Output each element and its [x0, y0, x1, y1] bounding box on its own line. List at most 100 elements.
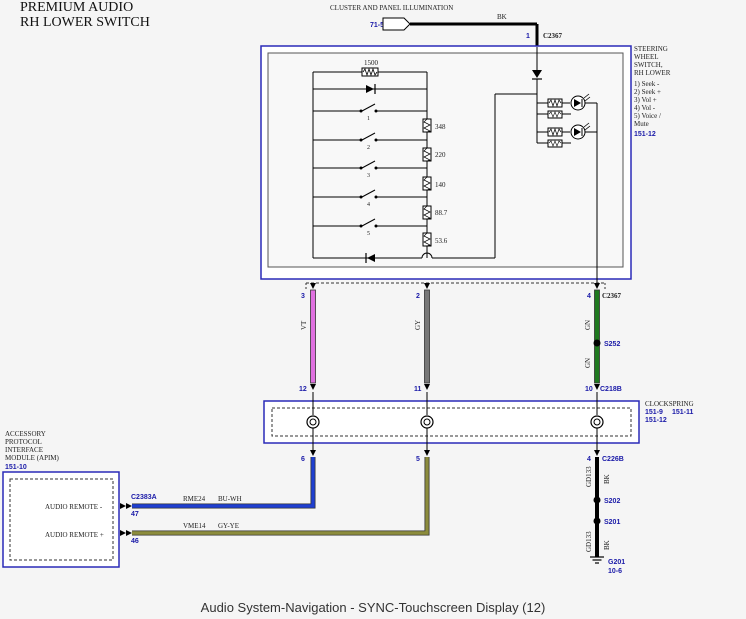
led-extra-resistors — [536, 110, 571, 148]
svg-text:220: 220 — [435, 151, 446, 159]
wire-rme24-color: BU-WH — [218, 495, 242, 503]
feed-connector: C2367 — [543, 32, 563, 40]
switch-row-4: 4 — [313, 189, 427, 208]
pin-6: 6 — [301, 456, 305, 463]
page-reference-connector-icon — [382, 17, 411, 31]
svg-text:88.7: 88.7 — [435, 209, 448, 217]
resistor-value-1500: 1500 — [364, 59, 379, 67]
switch-row-2: 2 — [313, 132, 427, 151]
diode-icon — [366, 85, 374, 93]
svg-text:1: 1 — [367, 116, 370, 122]
ground-g201: G201 — [608, 559, 625, 566]
feed-wire-color: BK — [497, 13, 507, 21]
ground-circuit-a: GD133 — [585, 466, 593, 487]
ladder-resistor-53-6: 53.6 — [422, 232, 448, 247]
connector-c226b: C226B — [602, 456, 624, 463]
pin-11: 11 — [414, 386, 422, 393]
ground-color-b: BK — [603, 540, 611, 550]
wire-label-vt: VT — [300, 320, 308, 330]
svg-text:53.6: 53.6 — [435, 237, 448, 245]
apim-inner — [9, 478, 114, 561]
zener-diode-icon — [367, 254, 375, 262]
wire-gn[interactable] — [594, 289, 600, 384]
pin-5: 5 — [416, 456, 420, 463]
cluster-illumination-feed: CLUSTER AND PANEL ILLUMINATION 71-5 BK 1… — [330, 4, 563, 47]
lower-harness: 6 5 4 C226B RME24 BU-WH VME14 GY-YE GD13… — [132, 450, 625, 575]
ladder-resistor-220: 220 — [422, 147, 446, 162]
switch-row-3: 3 — [313, 160, 427, 179]
wire-vme14-color: GY-YE — [218, 522, 239, 530]
svg-text:140: 140 — [435, 181, 446, 189]
feed-pin: 1 — [526, 33, 530, 40]
wire-vme14-circuit: VME14 — [183, 522, 206, 530]
wire-gy[interactable] — [424, 289, 430, 384]
svg-text:4: 4 — [367, 202, 370, 208]
pin-3: 3 — [301, 293, 305, 300]
clockspring-ref-2[interactable]: 151-11 — [672, 409, 694, 416]
switch-module: STEERING WHEEL SWITCH, RH LOWER 1) Seek … — [260, 45, 672, 289]
ladder-resistor-88-7: 88.7 — [422, 205, 448, 220]
wire-label-gn-b: GN — [584, 358, 592, 368]
switch-module-label: STEERING WHEEL SWITCH, RH LOWER 1) Seek … — [634, 45, 672, 128]
splice-s202-dot — [593, 496, 601, 504]
clockspring-inner — [271, 407, 632, 437]
svg-text:5: 5 — [367, 231, 370, 237]
svg-text:3: 3 — [367, 173, 370, 179]
pin-4-c226b: 4 — [587, 456, 591, 463]
wire-label-gy: GY — [414, 320, 422, 330]
splice-s201: S201 — [604, 519, 620, 526]
pin-47: 47 — [131, 511, 139, 518]
illumination-diode-icon — [532, 70, 542, 78]
wire-label-gn-a: GN — [584, 320, 592, 330]
pin-marker — [310, 283, 316, 289]
ladder-resistor-348: 348 — [422, 118, 446, 133]
pin-46: 46 — [131, 538, 139, 545]
diagram-title: PREMIUM AUDIO RH LOWER SWITCH — [20, 0, 150, 30]
switch-module-ref[interactable]: 151-12 — [634, 131, 656, 138]
clockspring-frame — [263, 400, 640, 444]
splice-s201-dot — [593, 517, 601, 525]
wire-rme24-circuit: RME24 — [183, 495, 206, 503]
ground-symbol-icon — [590, 556, 604, 564]
apim-module: ACCESSORY PROTOCOL INTERFACE MODULE (API… — [2, 430, 157, 568]
title-line-1: PREMIUM AUDIO — [20, 0, 134, 15]
connector-c218b: C218B — [600, 386, 622, 393]
clockspring: CLOCKSPRING 151-9 151-11 151-12 — [263, 392, 694, 450]
clockspring-label: CLOCKSPRING — [645, 400, 694, 408]
pin-10: 10 — [585, 386, 593, 393]
clockspring-ref-1[interactable]: 151-9 — [645, 409, 663, 416]
splice-s252: S252 — [604, 341, 620, 348]
apim-input-minus: AUDIO REMOTE - — [45, 503, 103, 511]
ground-circuit-b: GD133 — [585, 531, 593, 552]
clockspring-ref-3[interactable]: 151-12 — [645, 417, 667, 424]
led-branch-2 — [537, 122, 597, 140]
title-line-2: RH LOWER SWITCH — [20, 15, 150, 30]
apim-ref[interactable]: 151-10 — [5, 464, 27, 471]
upper-harness: 3 2 4 C2367 VT GY GN GN S252 12 11 10 C2… — [299, 289, 622, 393]
ground-color-a: BK — [603, 474, 611, 484]
svg-text:348: 348 — [435, 123, 446, 131]
ground-ref[interactable]: 10-6 — [608, 568, 622, 575]
splice-s252-dot — [593, 339, 601, 347]
wire-bu-wh[interactable] — [132, 457, 315, 508]
pin-12: 12 — [299, 386, 307, 393]
svg-text:2: 2 — [367, 145, 370, 151]
apim-label: ACCESSORY PROTOCOL INTERFACE MODULE (API… — [5, 430, 60, 462]
splice-s202: S202 — [604, 498, 620, 505]
wire-crossover — [421, 252, 433, 259]
pin-4: 4 — [587, 293, 591, 300]
wire-gy-ye[interactable] — [132, 457, 429, 535]
apim-input-plus: AUDIO REMOTE + — [45, 531, 104, 539]
feed-ref[interactable]: 71-5 — [370, 22, 384, 29]
led-branch-1 — [537, 93, 597, 111]
diagram-caption: Audio System-Navigation - SYNC-Touchscre… — [200, 600, 546, 615]
switch-row-1: 1 — [313, 103, 427, 122]
pin-arrow-icon — [120, 503, 132, 536]
pin-marker — [594, 283, 600, 289]
switch-module-inner — [267, 52, 624, 268]
connector-c2367: C2367 — [602, 292, 622, 300]
wire-vt[interactable] — [310, 289, 316, 384]
apim-frame — [2, 471, 120, 568]
